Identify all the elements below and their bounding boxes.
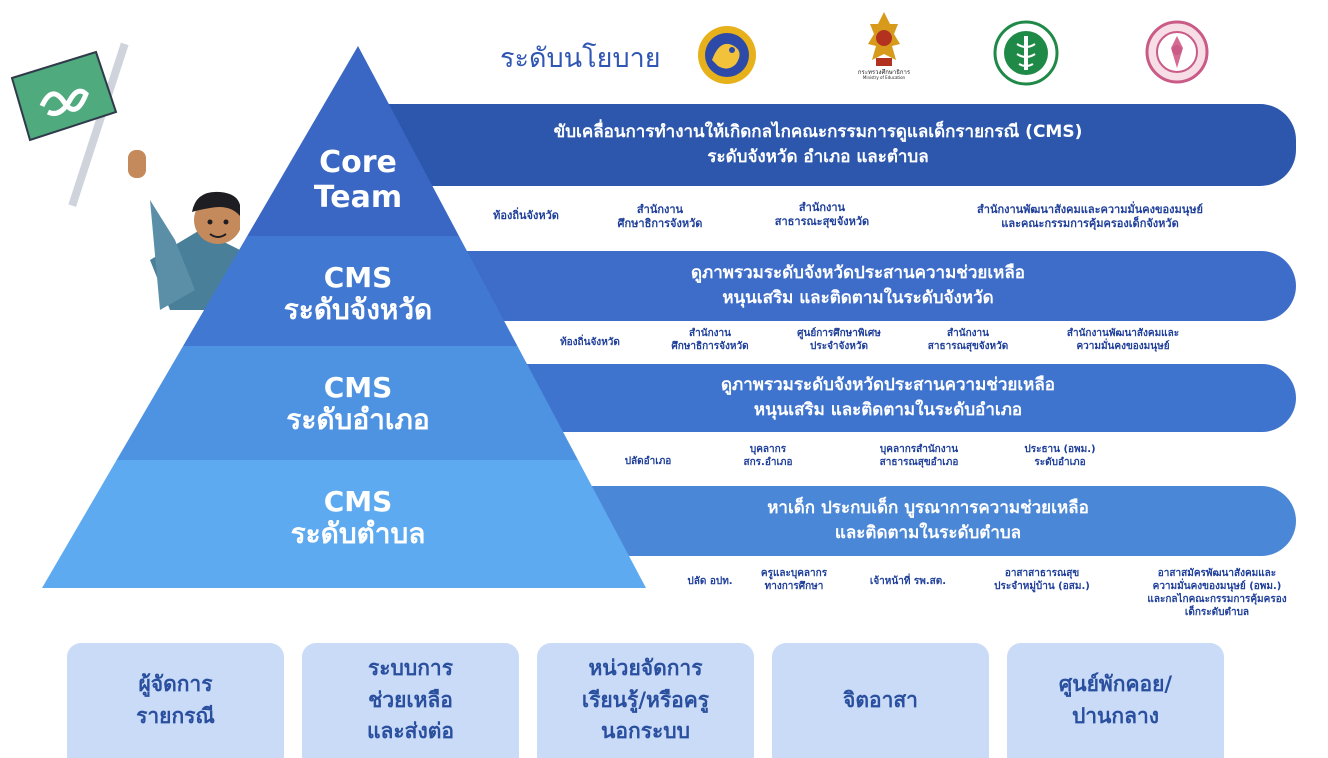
card-case-manager: ผู้จัดการรายกรณี (67, 643, 284, 758)
member-subdistrict-4: อาสาสาธารณสุขประจำหมู่บ้าน (อสม.) (994, 568, 1090, 592)
member-core-2: สำนักงานศึกษาธิการจังหวัด (617, 203, 703, 231)
person-icon (128, 150, 240, 310)
ministry-public-health-seal-icon (993, 20, 1059, 86)
member-subdistrict-2: ครูและบุคลากรทางการศึกษา (760, 568, 828, 592)
moe-logo-caption: กระทรวงศึกษาธิการ Ministry of Education (857, 69, 911, 81)
pink-ornate-seal-icon (1145, 20, 1209, 84)
card-assistance-referral-system: ระบบการช่วยเหลือและส่งต่อ (302, 643, 519, 758)
member-core-3: สำนักงานสาธารณะสุขจังหวัด (774, 201, 870, 229)
round-gold-emblem-icon (698, 26, 756, 84)
flag-bearer-illustration (10, 42, 240, 310)
member-subdistrict-1: ปลัด อปท. (687, 576, 733, 587)
card-learning-unit: หน่วยจัดการเรียนรู้/หรือครูนอกระบบ (537, 643, 754, 758)
policy-level-title: ระดับนโยบาย (500, 43, 661, 74)
member-province-4: สำนักงานสาธารณสุขจังหวัด (927, 328, 1009, 352)
member-core-1: ท้องถิ่นจังหวัด (493, 209, 559, 222)
card-volunteer: จิตอาสา (772, 643, 989, 758)
member-subdistrict-3: เจ้าหน้าที่ รพ.สต. (869, 576, 947, 587)
subdistrict-band: หาเด็ก ประกบเด็ก บูรณาการความช่วยเหลือแล… (560, 486, 1296, 556)
member-province-1: ท้องถิ่นจังหวัด (560, 337, 620, 348)
member-core-4: สำนักงานพัฒนาสังคมและความมั่นคงของมนุษย์… (977, 203, 1203, 231)
member-district-2: บุคลากรสกร.อำเภอ (743, 444, 793, 468)
member-district-4: ประธาน (อพม.)ระดับอำเภอ (1024, 444, 1096, 468)
member-district-3: บุคลากรสำนักงานสาธารณสุขอำเภอ (879, 444, 959, 468)
district-band: ดูภาพรวมระดับจังหวัดประสานความช่วยเหลือห… (480, 364, 1296, 432)
flag-icon (10, 42, 129, 207)
member-province-3: ศูนย์การศึกษาพิเศษประจำจังหวัด (797, 328, 881, 352)
core-team-band: ขับเคลื่อนการทำงานให้เกิดกลไกคณะกรรมการด… (340, 104, 1296, 186)
card-shelter-center: ศูนย์พักคอย/ปานกลาง (1007, 643, 1224, 758)
member-district-1: ปลัดอำเภอ (624, 456, 672, 467)
member-province-2: สำนักงานศึกษาธิการจังหวัด (671, 328, 749, 352)
member-subdistrict-5: อาสาสมัครพัฒนาสังคมและความมั่นคงของมนุษย… (1147, 568, 1287, 618)
member-province-5: สำนักงานพัฒนาสังคมและความมั่นคงของมนุษย์ (1066, 328, 1180, 352)
pyramid-tier-subdistrict (42, 460, 646, 588)
province-band: ดูภาพรวมระดับจังหวัดประสานความช่วยเหลือห… (420, 251, 1296, 321)
gold-thai-crest-icon (868, 12, 900, 66)
